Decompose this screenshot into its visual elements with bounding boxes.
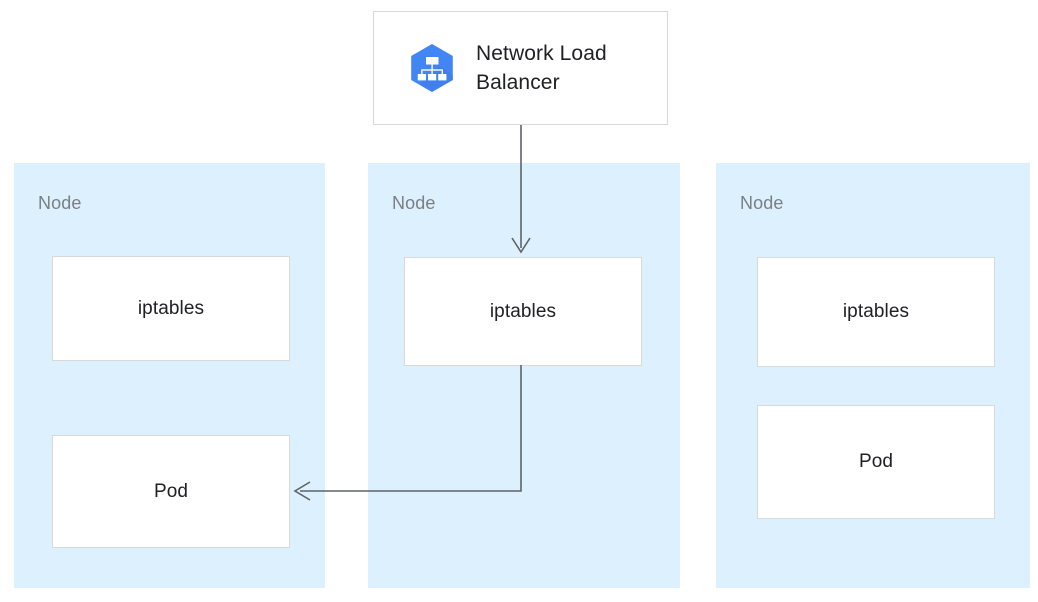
iptables-box-node-2[interactable]: iptables [404,257,642,366]
pod-label: Pod [858,451,894,472]
node-label-2: Node [392,193,436,213]
iptables-label: iptables [489,300,557,322]
iptables-box-node-1[interactable]: iptables [52,256,290,361]
node-label-3: Node [740,193,784,213]
pod-box-node-1[interactable]: Pod [52,435,290,548]
network-load-balancer-icon [411,44,453,92]
pod-label: Pod [153,480,189,502]
node-label-1: Node [38,193,82,213]
node-panel-2[interactable]: Node iptables [368,163,680,588]
iptables-box-node-3[interactable]: iptables [757,257,995,367]
network-load-balancer-box[interactable]: Network Load Balancer [373,11,668,125]
pod-box-node-3[interactable]: Pod [757,405,995,519]
node-panel-3[interactable]: Node iptables Pod [716,163,1030,588]
node-panel-1[interactable]: Node iptables Pod [14,163,325,588]
iptables-label: iptables [842,301,910,322]
network-load-balancer-label: Network Load Balancer [476,42,607,94]
iptables-label: iptables [137,297,205,319]
